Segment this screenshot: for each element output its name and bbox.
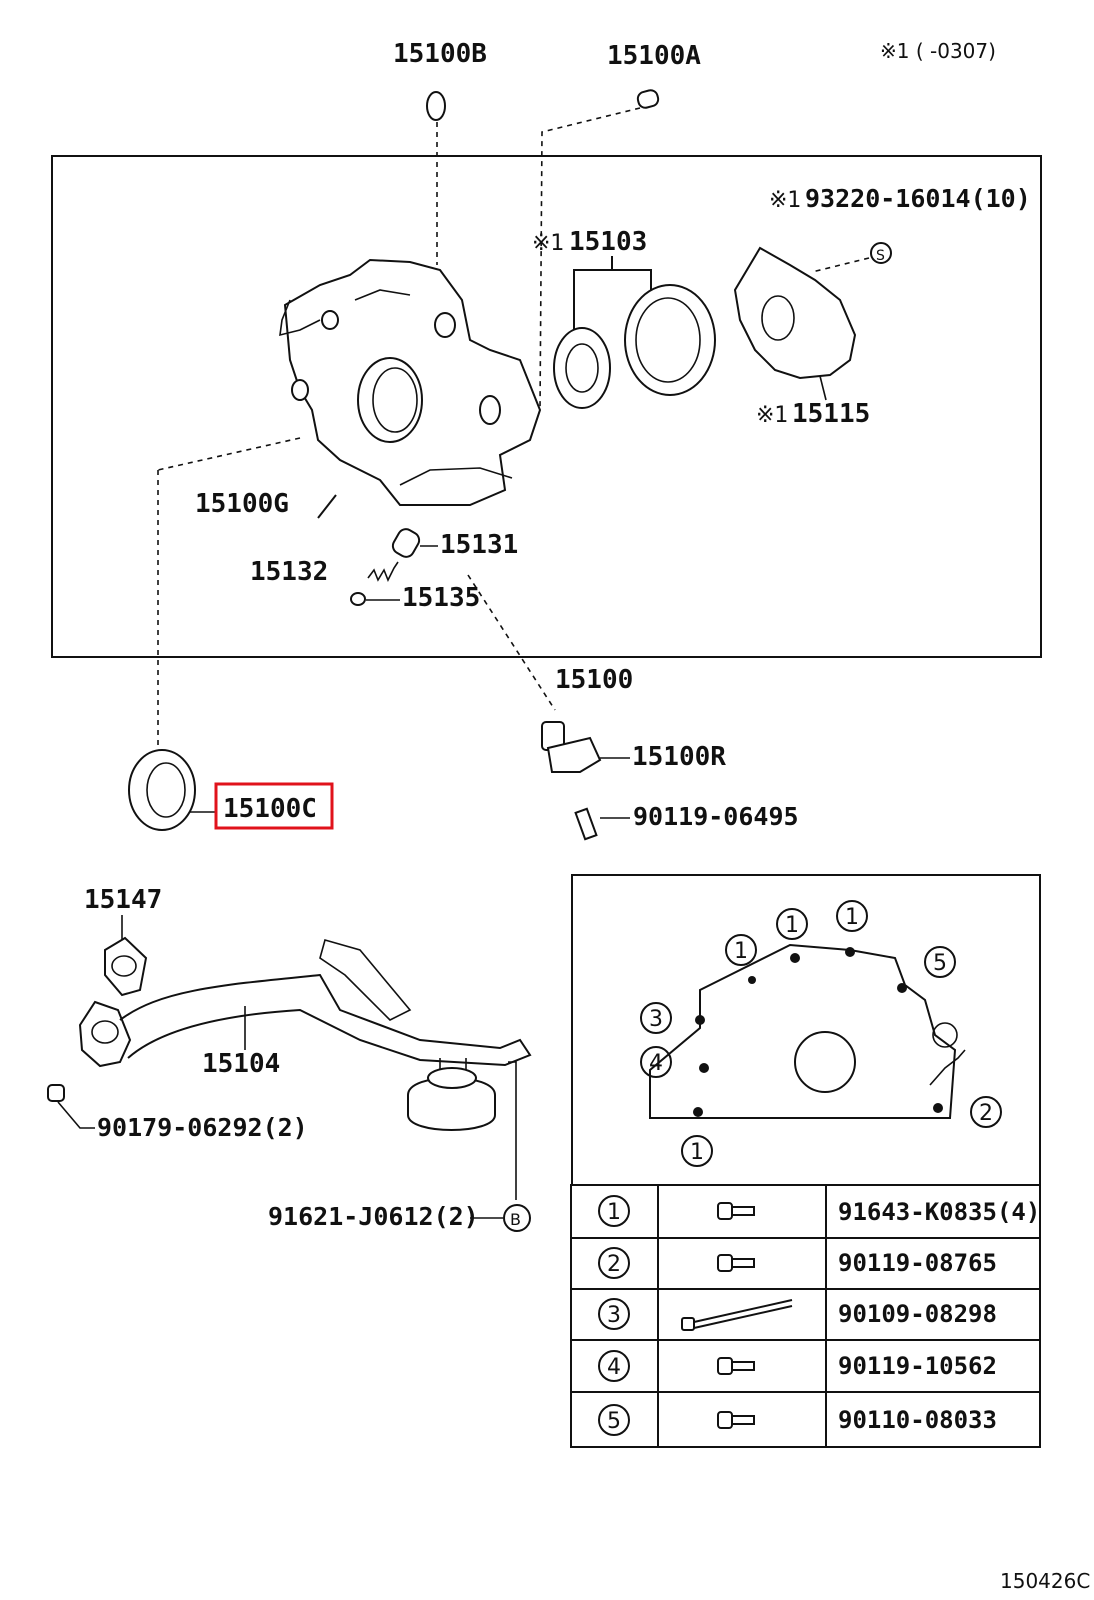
oil-seal-part [128, 749, 196, 831]
relief-valve-plunger-part [391, 528, 421, 558]
table-row[interactable]: 5 90110-08033 [598, 1404, 997, 1436]
bolt-callouts: 1 1 1 5 3 4 2 1 [640, 900, 1002, 1167]
retainer-part [350, 592, 366, 606]
bolt-icon [717, 1254, 755, 1272]
b-mark: B [510, 1210, 521, 1229]
label-15100B[interactable]: 15100B [393, 39, 487, 69]
label-90179-06292[interactable]: 90179-06292(2) [97, 1113, 308, 1142]
mark-15115: ※1 [756, 403, 788, 428]
callout-num: 1 [845, 905, 859, 930]
oil-pump-assembly-box [51, 155, 1042, 658]
table-row-part-number[interactable]: 91643-K0835(4) [838, 1198, 1040, 1226]
callout-num: 1 [785, 913, 799, 938]
stud-part [317, 494, 337, 519]
table-row[interactable]: 1 91643-K0835(4) [598, 1195, 1040, 1227]
bolt-holes [693, 947, 943, 1117]
b-mark-circle [503, 1204, 531, 1232]
label-15100C[interactable]: 15100C [223, 794, 317, 824]
callout-num: 5 [933, 951, 947, 976]
callout-num: 1 [690, 1140, 704, 1165]
spring-part [367, 561, 399, 582]
table-row[interactable]: 4 90119-10562 [598, 1350, 997, 1382]
mark-93220: ※1 [769, 188, 801, 213]
label-15132[interactable]: 15132 [250, 557, 328, 587]
nut-part [47, 1084, 65, 1102]
highlight-box-15100C [214, 782, 334, 830]
label-93220-16014[interactable]: 93220-16014(10) [805, 184, 1031, 213]
table-row-number: 1 [607, 1200, 621, 1225]
table-row-part-number[interactable]: 90110-08033 [838, 1406, 997, 1434]
label-15147[interactable]: 15147 [84, 885, 162, 915]
table-row-part-number[interactable]: 90109-08298 [838, 1300, 997, 1328]
label-15115[interactable]: 15115 [792, 399, 870, 429]
table-row-number: 2 [607, 1252, 621, 1277]
bolt-icon [717, 1357, 755, 1375]
plug-part [636, 89, 660, 109]
bolt-icon [717, 1411, 755, 1429]
callout-num: 2 [979, 1101, 993, 1126]
outer-rotor-part [624, 284, 716, 396]
callout-num: 4 [649, 1051, 663, 1076]
inner-rotor-part [553, 327, 611, 409]
label-15135[interactable]: 15135 [402, 583, 480, 613]
oil-strainer-part [78, 939, 532, 1131]
label-15131[interactable]: 15131 [440, 530, 518, 560]
bolt-part-90119-06495 [574, 807, 598, 841]
oil-pressure-sensor-part [541, 721, 602, 773]
table-row[interactable]: 3 90109-08298 [598, 1298, 997, 1331]
figure-code: 150426C [1000, 1569, 1090, 1593]
table-row-number: 5 [607, 1409, 621, 1434]
table-row-part-number[interactable]: 90119-08765 [838, 1249, 997, 1277]
note-range: ※1 ( -0307) [880, 39, 996, 63]
front-cover-outline [649, 943, 966, 1119]
callout-num: 1 [734, 939, 748, 964]
label-90119-06495[interactable]: 90119-06495 [633, 802, 799, 831]
label-15100[interactable]: 15100 [555, 665, 633, 695]
label-91621-J0612[interactable]: 91621-J0612(2) [268, 1202, 479, 1231]
label-15100R[interactable]: 15100R [632, 742, 726, 772]
table-row[interactable]: 2 90119-08765 [598, 1247, 997, 1279]
gasket-part [104, 936, 148, 997]
label-15104[interactable]: 15104 [202, 1049, 280, 1079]
table-row-number: 3 [607, 1303, 621, 1328]
bolt-table: 1 91643-K0835(4) 2 90119-08765 3 90109- [570, 1184, 1041, 1448]
table-row-number: 4 [607, 1355, 621, 1380]
stud-bolt-icon [681, 1299, 793, 1331]
mark-15103: ※1 [532, 231, 564, 256]
bolt-icon [717, 1202, 755, 1220]
s-mark: S [876, 248, 885, 264]
s-mark-circle [870, 242, 892, 264]
oil-pump-housing [279, 258, 542, 506]
label-15100G[interactable]: 15100G [195, 489, 289, 519]
table-row-part-number[interactable]: 90119-10562 [838, 1352, 997, 1380]
pump-cover-plate-part [733, 246, 857, 380]
callout-num: 3 [649, 1007, 663, 1032]
label-15103[interactable]: 15103 [569, 227, 647, 257]
o-ring-part [426, 91, 446, 121]
label-15100A[interactable]: 15100A [607, 41, 701, 71]
